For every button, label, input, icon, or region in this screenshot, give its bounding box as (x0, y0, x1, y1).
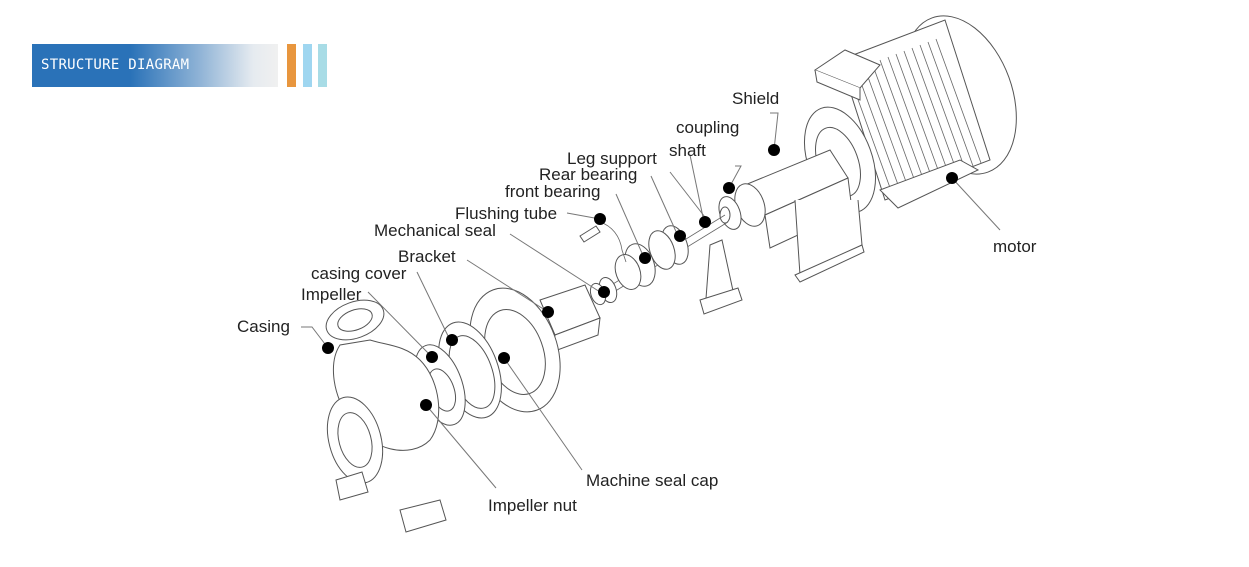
part-labels: Shield coupling shaft Leg support Rear b… (237, 89, 1037, 515)
label-machine-seal-cap: Machine seal cap (586, 471, 718, 490)
callout-dots (322, 144, 958, 411)
callout-dot-machine-seal-cap (498, 352, 510, 364)
callout-dot-rear-bearing (674, 230, 686, 242)
callout-dot-coupling (723, 182, 735, 194)
label-mechanical-seal: Mechanical seal (374, 221, 496, 240)
casing-drawing (325, 299, 447, 533)
section-header-bar: STRUCTURE DIAGRAM (32, 44, 278, 87)
callout-dot-flushing-tube (594, 213, 606, 225)
callout-dot-bracket (542, 306, 554, 318)
callout-dot-casing-cover (446, 334, 458, 346)
label-coupling: coupling (676, 118, 739, 137)
callout-dot-front-bearing (639, 252, 651, 264)
flushing-tube-drawing (579, 221, 627, 263)
label-impeller-nut: Impeller nut (488, 496, 577, 515)
callout-dot-impeller (426, 351, 438, 363)
label-motor: motor (993, 237, 1037, 256)
callout-dot-impeller-nut (420, 399, 432, 411)
label-rear-bearing: Rear bearing (539, 165, 637, 184)
callout-dot-casing (322, 342, 334, 354)
callout-dot-shield (768, 144, 780, 156)
leader-lines (301, 112, 1001, 489)
label-bracket: Bracket (398, 247, 456, 266)
label-flushing-tube: Flushing tube (455, 204, 557, 223)
callout-dot-shaft (699, 216, 711, 228)
shield-drawing (744, 149, 865, 283)
callout-dot-mechanical-seal (598, 286, 610, 298)
label-shield: Shield (732, 89, 779, 108)
label-leg-support: Leg support (567, 149, 657, 168)
label-casing: Casing (237, 317, 290, 336)
label-casing-cover: casing cover (311, 264, 407, 283)
decor-stripe-blue (303, 44, 312, 87)
section-title: STRUCTURE DIAGRAM (41, 57, 190, 73)
coupling-drawing (718, 183, 766, 230)
label-impeller: Impeller (301, 285, 362, 304)
leg-support-drawing (699, 239, 743, 315)
decor-stripe-orange (287, 44, 296, 87)
label-shaft: shaft (669, 141, 706, 160)
decor-stripe-teal (318, 44, 327, 87)
label-front-bearing: front bearing (505, 182, 600, 201)
callout-dot-motor (946, 172, 958, 184)
